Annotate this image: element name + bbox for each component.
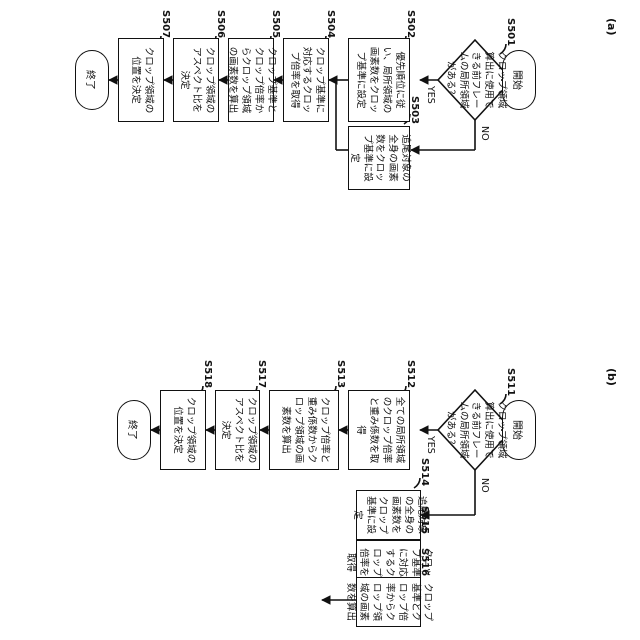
step-label-s502: S502 (405, 10, 416, 38)
process-box-s507: クロップ領域の位置を決定 (118, 38, 164, 122)
step-label-s504: S504 (325, 10, 336, 38)
step-label-s511: S511 (505, 368, 516, 396)
process-box-s505: クロップ基準とクロップ倍率からクロップ領域の画素数を算出 (228, 38, 274, 122)
step-label-s506: S506 (215, 10, 226, 38)
process-box-s517: クロップ領域のアスペクト比を決定 (215, 390, 260, 470)
yes-label-a: YES (425, 86, 436, 104)
process-box-s502: 優先順位に従い、局所領域の画素数をクロップ基準に設定 (348, 38, 410, 122)
end-terminal-b: 終了 (117, 400, 151, 460)
process-box-s506: クロップ領域のアスペクト比を決定 (173, 38, 219, 122)
process-box-s513: クロップ倍率と重み係数からクロップ領域の画素数を算出 (269, 390, 339, 470)
start-terminal-a: 開始 (502, 50, 536, 110)
end-terminal-a: 終了 (75, 50, 109, 110)
panel-label-b: (b) (605, 368, 618, 386)
process-box-s518: クロップ領域の位置を決定 (160, 390, 206, 470)
step-label-s516: S516 (419, 548, 430, 576)
panel-label-a: (a) (605, 18, 618, 35)
process-box-s512: 全ての局所領域のクロップ倍率と重み係数を取得 (348, 390, 410, 470)
step-label-s512: S512 (405, 360, 416, 388)
step-label-s517: S517 (256, 360, 267, 388)
step-label-s501: S501 (505, 18, 516, 46)
process-box-s514: 追尾対象の全身の画素数をクロップ基準に設定 (356, 490, 421, 540)
decision-text-b: クロップ領域算出に使用できる前フレームの局所領域がある？ (455, 398, 495, 462)
no-label-b: NO (479, 478, 490, 493)
process-box-s504: クロップ基準に対応するクロップ倍率を取得 (283, 38, 329, 122)
step-label-s518: S518 (202, 360, 213, 388)
step-label-s503: S503 (409, 96, 420, 124)
step-label-s514: S514 (419, 458, 430, 486)
process-box-s503: 追尾対象の全身の画素数をクロップ基準に設定 (348, 126, 410, 190)
yes-label-b: YES (425, 436, 436, 454)
process-box-s516: クロップ基準とクロップ倍率からクロップ領域の画素数を算出 (356, 577, 421, 627)
step-label-s505: S505 (270, 10, 281, 38)
step-label-s507: S507 (160, 10, 171, 38)
no-label-a: NO (479, 126, 490, 141)
start-terminal-b: 開始 (502, 400, 536, 460)
step-label-s515: S515 (419, 506, 430, 534)
step-label-s513: S513 (335, 360, 346, 388)
decision-text-a: クロップ領域算出に使用できる前フレームの局所領域がある？ (455, 48, 495, 112)
